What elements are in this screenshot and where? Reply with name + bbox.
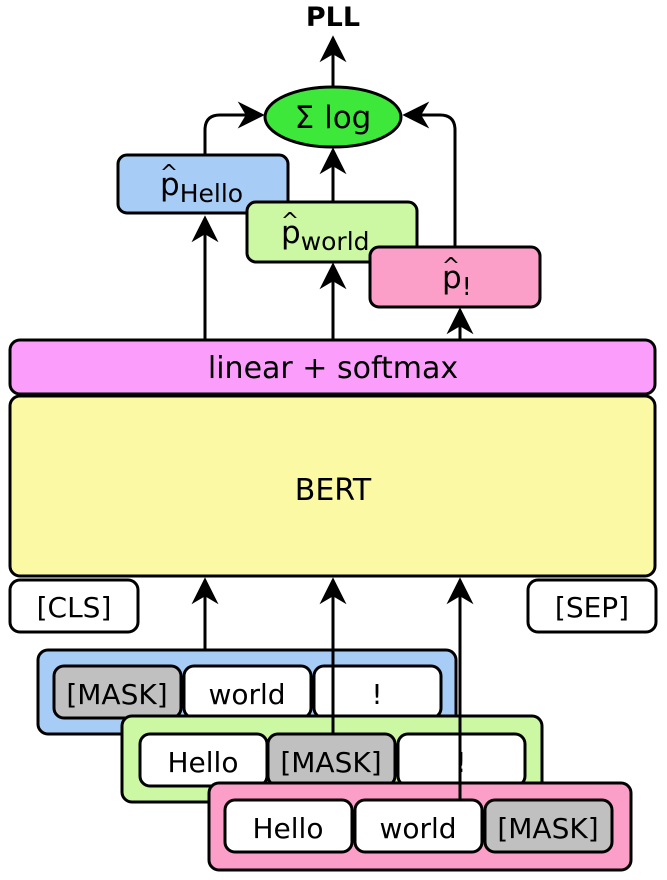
prob-symbol: p: [281, 215, 301, 251]
token-label: [MASK]: [497, 812, 598, 845]
token-label: [MASK]: [66, 678, 167, 711]
token-label: Hello: [253, 812, 324, 845]
token-label: world: [379, 812, 456, 845]
bert-block: [8, 394, 657, 578]
prob-subscript-excl: !: [462, 272, 472, 301]
token: [353, 798, 484, 854]
mask-token: [483, 798, 614, 854]
token-label: !: [371, 678, 382, 711]
token-label: world: [208, 678, 285, 711]
sep-token-box: [526, 578, 658, 634]
prob-box-excl: p! ^: [368, 245, 542, 309]
masked-input-1: [MASK] world !: [36, 648, 458, 736]
svg-text:pHello: pHello: [160, 167, 243, 208]
arrow-p-excl-to-sum: [402, 101, 457, 247]
svg-text:p!: p!: [442, 260, 472, 301]
prob-subscript-world: world: [301, 227, 370, 256]
hat-icon: ^: [160, 161, 178, 186]
prob-box-hello: pHello ^: [116, 153, 290, 215]
mask-token: [52, 664, 183, 720]
masked-input-3: Hello world [MASK]: [207, 781, 633, 872]
svg-text:pworld: pworld: [281, 215, 370, 256]
cls-token-label: [CLS]: [37, 591, 112, 624]
softmax-head-label: linear + softmax: [208, 351, 458, 386]
prob-symbol: p: [442, 260, 462, 296]
prob-symbol: p: [160, 167, 180, 203]
bert-label: BERT: [295, 473, 372, 508]
arrow-p-hello-to-sum: [203, 101, 265, 155]
token-label: [MASK]: [280, 746, 381, 779]
sep-token-label: [SEP]: [555, 591, 629, 624]
cls-token-box: [8, 578, 140, 634]
token-label: Hello: [168, 746, 239, 779]
sum-log-label: Σ log: [295, 100, 372, 136]
hat-icon: ^: [281, 209, 299, 234]
hat-icon: ^: [442, 254, 460, 279]
pll-label: PLL: [306, 2, 360, 33]
prob-subscript-hello: Hello: [180, 179, 243, 208]
token: [223, 798, 354, 854]
sum-log-node: [263, 85, 403, 149]
softmax-head: [8, 338, 657, 396]
